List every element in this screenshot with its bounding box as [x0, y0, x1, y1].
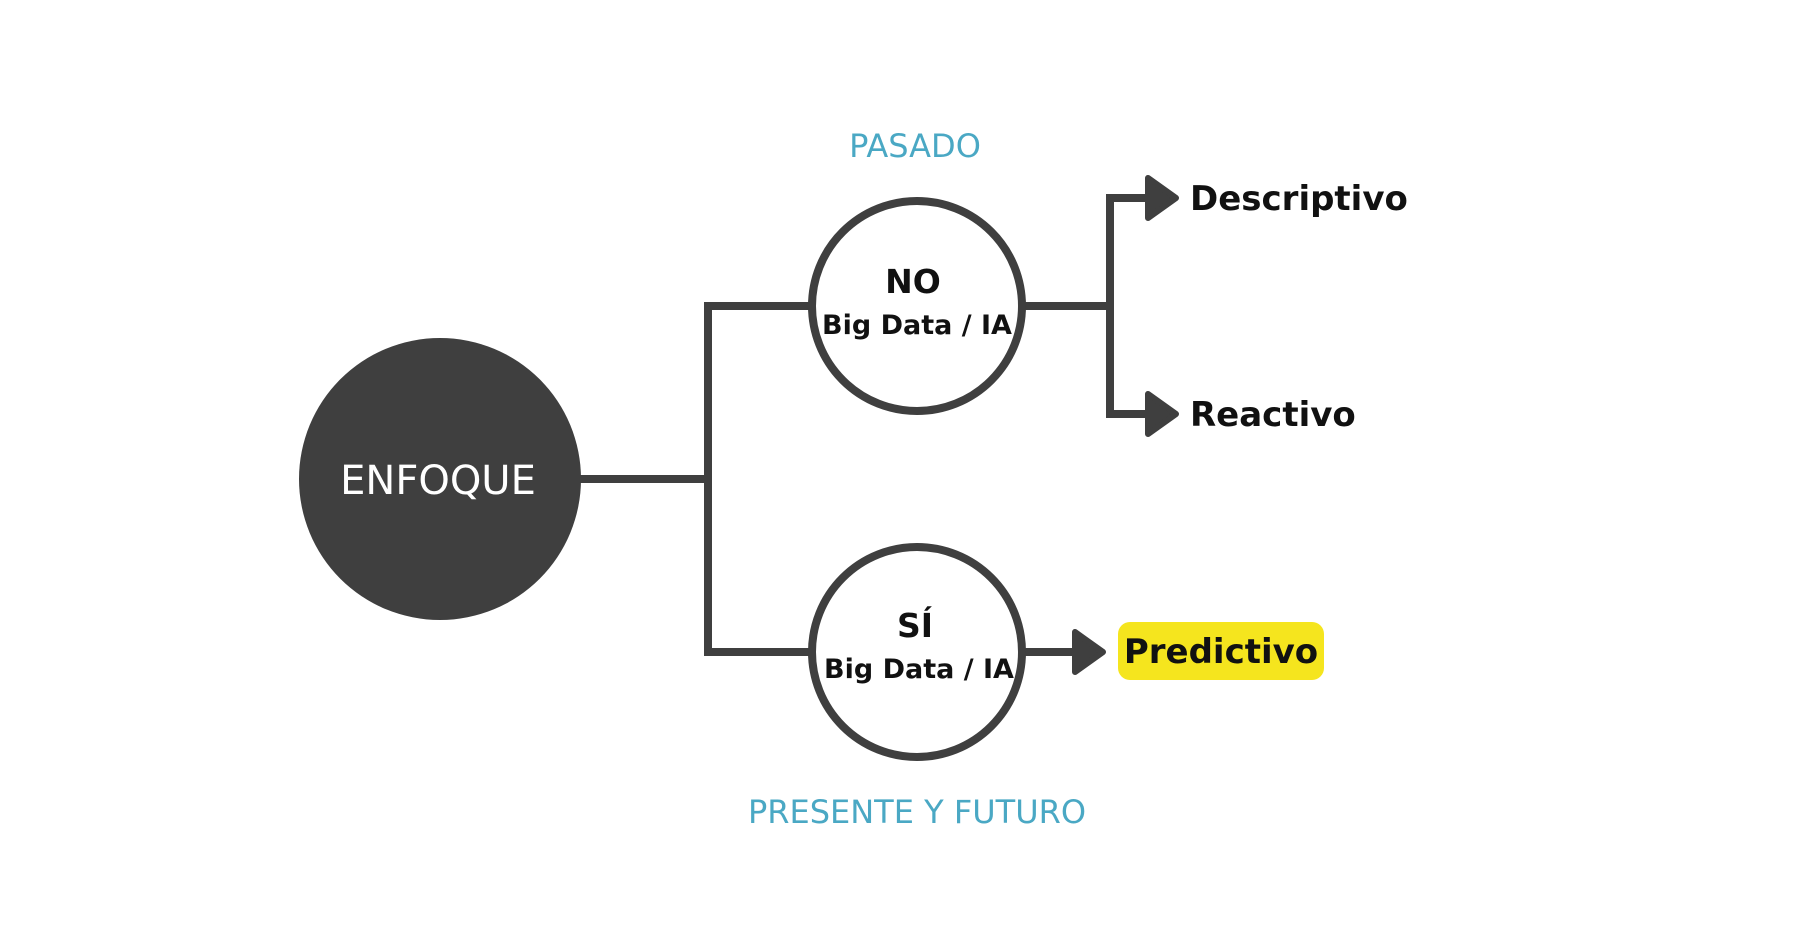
- time-label-presente-futuro: PRESENTE Y FUTURO: [748, 793, 1086, 831]
- si-node-subtitle: Big Data / IA: [824, 654, 1014, 685]
- output-predictivo: Predictivo: [1124, 632, 1318, 672]
- output-reactivo: Reactivo: [1190, 395, 1356, 435]
- arrow-predictivo-icon: [1072, 629, 1106, 675]
- arrowheads: [1072, 175, 1179, 675]
- root-node: [299, 338, 581, 620]
- no-node-subtitle: Big Data / IA: [822, 310, 1012, 341]
- predictivo-highlight: [1118, 622, 1324, 680]
- time-label-pasado: PASADO: [849, 127, 981, 165]
- root-label: ENFOQUE: [340, 458, 536, 504]
- arrow-reactivo-icon: [1145, 391, 1179, 437]
- no-node: [808, 197, 1026, 415]
- connectors: [575, 194, 1150, 656]
- output-descriptivo: Descriptivo: [1190, 179, 1408, 219]
- arrow-descriptivo-icon: [1145, 175, 1179, 221]
- si-node: [808, 543, 1026, 761]
- si-node-title: SÍ: [897, 605, 933, 645]
- no-node-title: NO: [885, 262, 941, 301]
